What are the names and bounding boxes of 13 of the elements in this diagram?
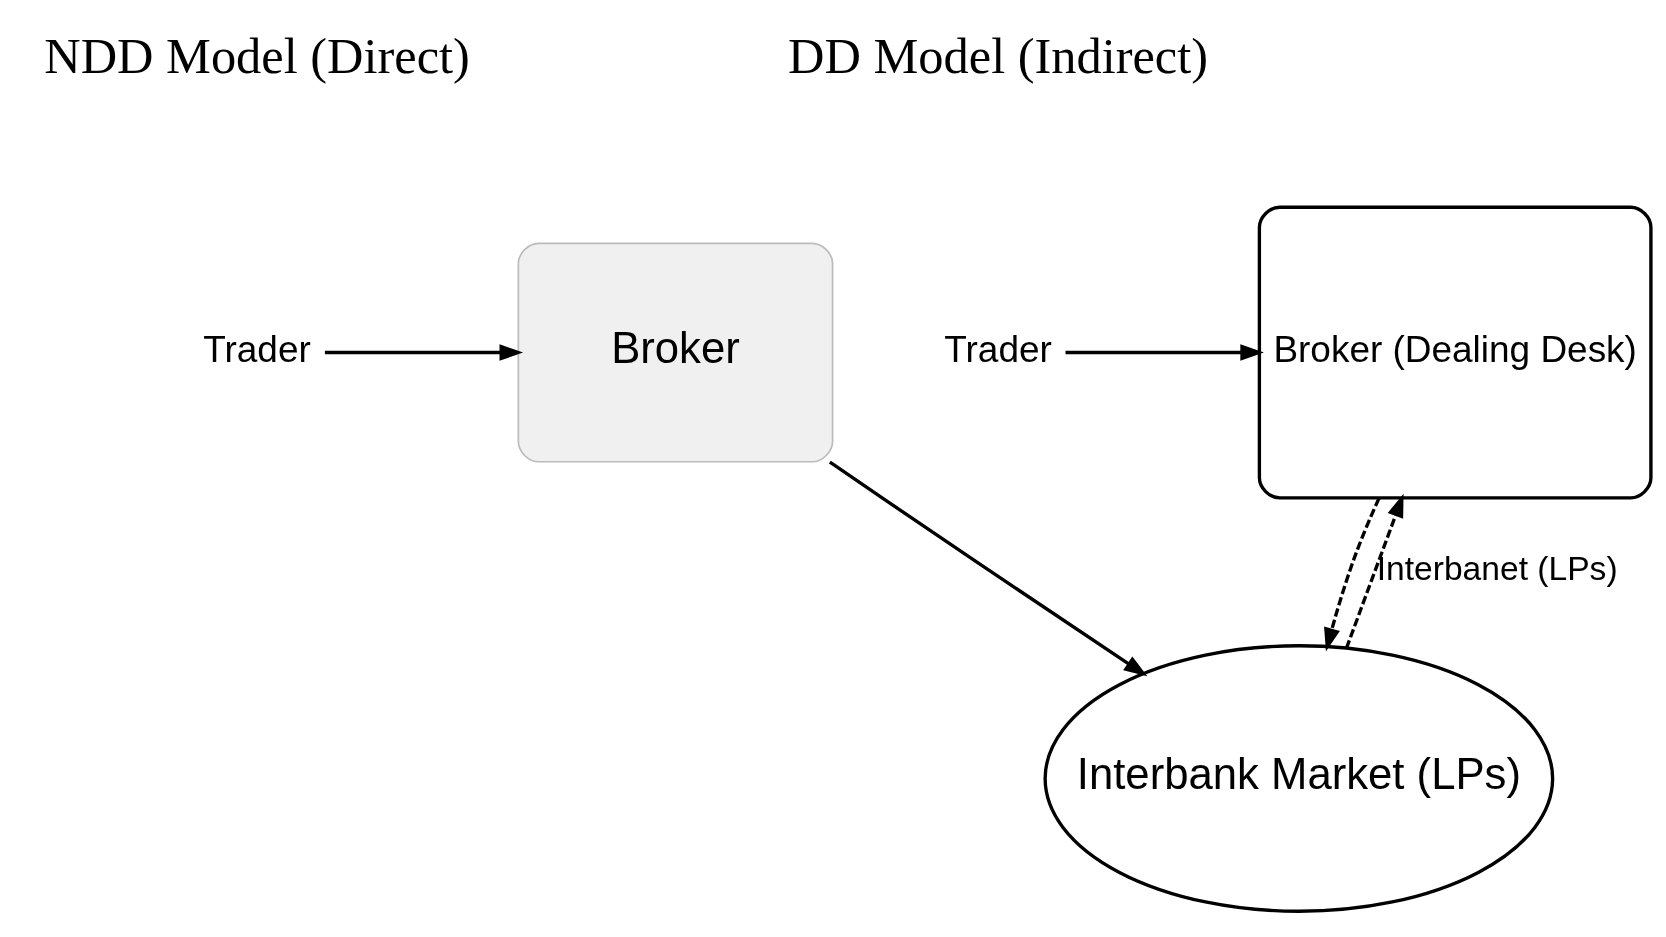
node-text: Trader (944, 328, 1052, 370)
node-ellipse: Interbank Market (LPs) (1043, 644, 1555, 913)
label: DD Model (Indirect) (788, 27, 1209, 84)
arrow (1065, 344, 1264, 361)
label: NDD Model (Direct) (44, 27, 470, 84)
arrow (324, 344, 524, 361)
node-box: Broker (Dealing Desk) (1257, 205, 1653, 500)
arrow (828, 460, 1148, 677)
node-box: Broker (517, 242, 834, 463)
node-text: Trader (203, 328, 311, 370)
arrow (1344, 493, 1404, 649)
arrow (1324, 497, 1381, 652)
edge-label: Interbanet (LPs) (1376, 550, 1618, 588)
